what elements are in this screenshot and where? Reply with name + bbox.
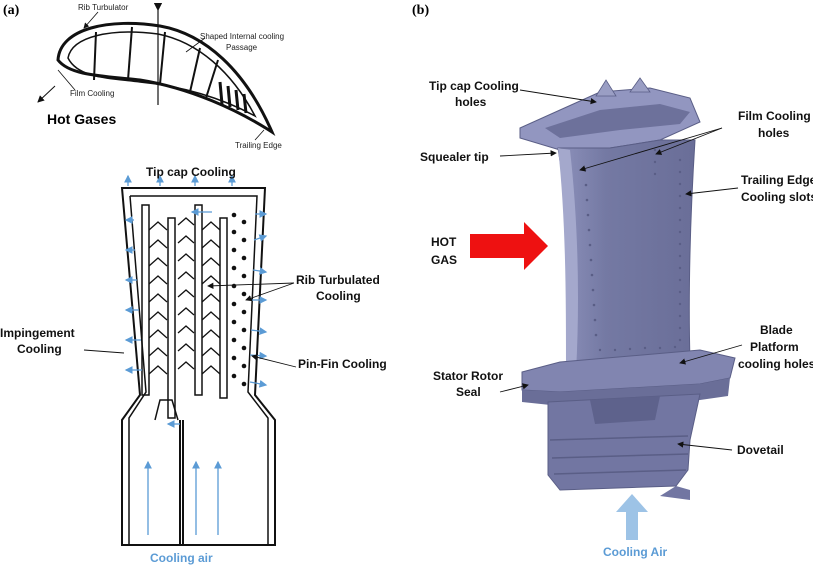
label-hot: HOT: [431, 235, 457, 249]
label-tip-cap-cooling-a: Tip cap Cooling: [146, 165, 236, 179]
label-trailing-edge-1: Trailing Edge: [741, 173, 813, 187]
label-stator-rotor-1: Stator Rotor: [433, 369, 503, 383]
label-rib-turbulator: Rib Turbulator: [78, 3, 129, 12]
label-trailing-edge-2: Cooling slots: [741, 190, 813, 204]
turbine-blade-3d: [519, 77, 736, 500]
label-film-cooling-2: holes: [758, 126, 790, 140]
label-squealer-tip: Squealer tip: [420, 150, 489, 164]
label-tip-cap-holes-1: Tip cap Cooling: [429, 79, 519, 93]
flow-arrows: [124, 174, 268, 535]
panel-a-letter: (a): [3, 3, 20, 18]
label-dovetail: Dovetail: [737, 443, 784, 457]
label-cooling-air-b: Cooling Air: [603, 545, 668, 559]
label-gas: GAS: [431, 253, 457, 267]
label-stator-rotor-2: Seal: [456, 385, 481, 399]
label-rib-turbulated-1: Rib Turbulated: [296, 273, 380, 287]
panel-b-letter: (b): [412, 3, 429, 18]
label-impingement-2: Cooling: [17, 342, 62, 356]
label-rib-turbulated-2: Cooling: [316, 289, 361, 303]
label-platform-3: cooling holes: [738, 357, 813, 371]
label-shaped-internal-1: Shaped Internal cooling: [200, 32, 284, 41]
label-impingement-1: Impingement: [0, 326, 75, 340]
label-tip-cap-holes-2: holes: [455, 95, 487, 109]
label-film-cooling-a: Film Cooling: [70, 89, 114, 98]
hot-gas-arrow: [470, 222, 548, 270]
label-trailing-edge-a: Trailing Edge: [235, 141, 282, 150]
label-cooling-air-a: Cooling air: [150, 551, 213, 565]
cooling-air-arrow: [616, 494, 648, 540]
label-pin-fin: Pin-Fin Cooling: [298, 357, 387, 371]
airfoil-cross-section: [56, 2, 276, 136]
label-shaped-internal-2: Passage: [226, 43, 258, 52]
label-platform-2: Platform: [750, 340, 799, 354]
blade-longitudinal-section: [120, 187, 276, 546]
label-film-cooling-1: Film Cooling: [738, 109, 811, 123]
label-platform-1: Blade: [760, 323, 793, 337]
label-hot-gases: Hot Gases: [47, 111, 116, 127]
